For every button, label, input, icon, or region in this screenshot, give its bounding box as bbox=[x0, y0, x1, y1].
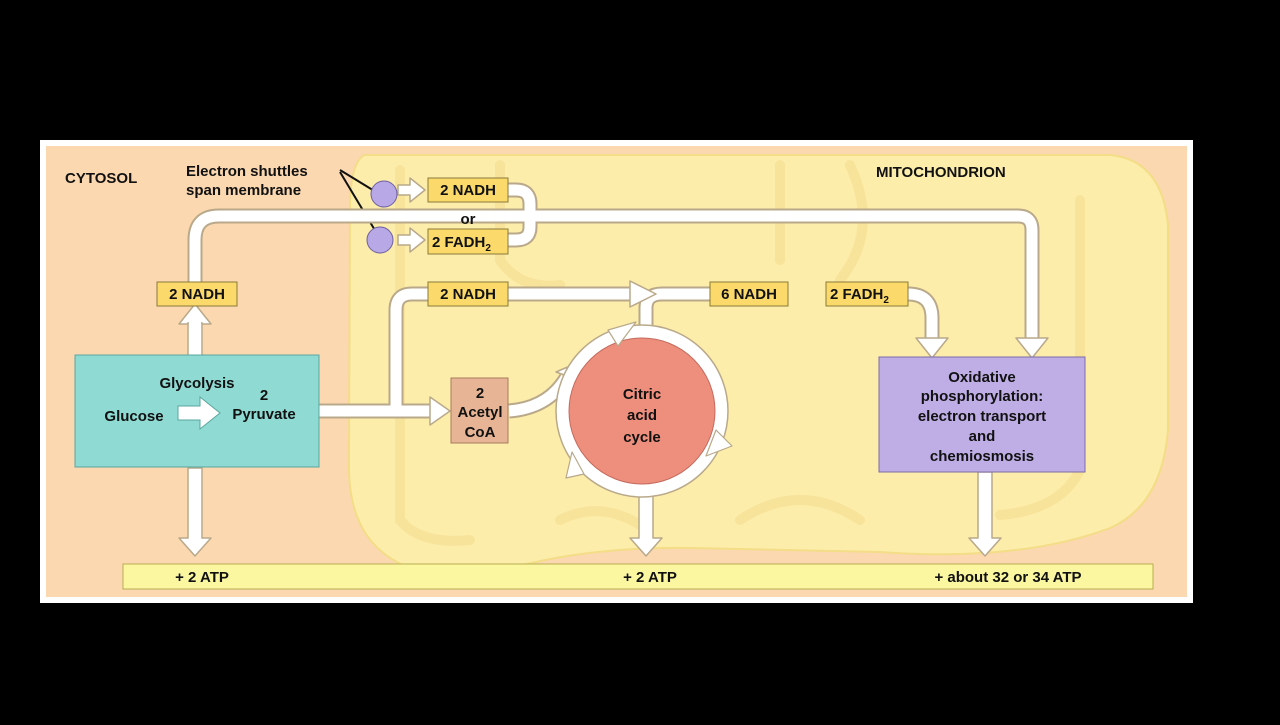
glycolysis-input: Glucose bbox=[104, 408, 163, 425]
shuttle-arrows bbox=[397, 177, 426, 253]
glycolysis-nadh-label: 2 NADH bbox=[169, 286, 225, 303]
glycolysis-output-name: Pyruvate bbox=[232, 406, 295, 423]
shuttle-nadh-box bbox=[427, 177, 509, 203]
arrowhead-to-oxphos-right bbox=[1015, 337, 1049, 359]
atp-bar bbox=[122, 563, 1154, 590]
atp-arrows bbox=[178, 467, 1002, 557]
shuttle-fadh2-label: 2 FADH2 bbox=[432, 234, 491, 254]
cycle-fadh2-subscript: 2 bbox=[883, 295, 889, 306]
shuttle-label-line1: Electron shuttles bbox=[186, 163, 308, 180]
atp-arrow-oxphos bbox=[968, 471, 1002, 557]
cycle-nadh-box bbox=[709, 281, 789, 307]
shuttle-arrow-nadh bbox=[397, 177, 426, 203]
acetyl-coa-line3: CoA bbox=[465, 424, 496, 441]
atp-arrow-glycolysis bbox=[178, 467, 212, 557]
citric-cycle-core bbox=[568, 337, 716, 485]
oxidative-phosphorylation-box bbox=[878, 356, 1086, 473]
cycle-nadh-label: 6 NADH bbox=[721, 286, 777, 303]
atp-yield-citric-cycle: + 2 ATP bbox=[623, 569, 677, 586]
glycolysis-output-count: 2 bbox=[260, 387, 268, 404]
acetyl-coa-box bbox=[450, 377, 509, 444]
shuttle-fadh2-subscript: 2 bbox=[485, 243, 491, 254]
pyruvate-nadh-label: 2 NADH bbox=[440, 286, 496, 303]
cycle-fadh2-box bbox=[825, 281, 909, 307]
shuttle-fadh2-box bbox=[427, 228, 509, 255]
oxphos-line5: chemiosmosis bbox=[930, 448, 1034, 465]
citric-cycle-line3: cycle bbox=[623, 429, 661, 446]
atp-arrow-citric bbox=[629, 493, 663, 557]
acetyl-coa-count: 2 bbox=[476, 385, 484, 402]
atp-yield-glycolysis: + 2 ATP bbox=[175, 569, 229, 586]
arrowhead-to-citric-nadh bbox=[629, 280, 657, 308]
citric-cycle-line2: acid bbox=[627, 407, 657, 424]
oxphos-line2: phosphorylation: bbox=[921, 388, 1044, 405]
oxphos-line4: and bbox=[969, 428, 996, 445]
oxphos-line3: electron transport bbox=[918, 408, 1046, 425]
arrowhead-to-oxphos-left bbox=[915, 337, 949, 359]
arrowhead-to-acetyl bbox=[429, 396, 451, 426]
shuttle-fadh2-base: 2 FADH bbox=[432, 234, 485, 251]
shuttle-circle-lower bbox=[366, 226, 394, 254]
shuttle-pointer-upper bbox=[339, 169, 377, 193]
cycle-fadh2-label: 2 FADH2 bbox=[830, 286, 889, 306]
shuttle-label-line2: span membrane bbox=[186, 182, 301, 199]
pathway-pipes bbox=[187, 182, 1040, 419]
atp-yield-oxphos: + about 32 or 34 ATP bbox=[934, 569, 1081, 586]
glycolysis-up-stem bbox=[187, 320, 203, 357]
pyruvate-nadh-box bbox=[427, 281, 509, 307]
cytosol-label: CYTOSOL bbox=[65, 170, 137, 187]
glycolysis-nadh-box bbox=[156, 281, 238, 307]
oxphos-line1: Oxidative bbox=[948, 369, 1016, 386]
citric-cycle-arrowheads bbox=[565, 321, 733, 479]
shuttle-nadh-label: 2 NADH bbox=[440, 182, 496, 199]
mitochondrion-label: MITOCHONDRION bbox=[876, 164, 1006, 181]
shuttle-arrow-fadh2 bbox=[397, 227, 426, 253]
citric-cycle-line1: Citric bbox=[623, 386, 661, 403]
glycolysis-title: Glycolysis bbox=[159, 375, 234, 392]
shuttle-or-label: or bbox=[461, 211, 476, 228]
cycle-fadh2-base: 2 FADH bbox=[830, 286, 883, 303]
acetyl-coa-line2: Acetyl bbox=[457, 404, 502, 421]
glycolysis-arrow bbox=[177, 395, 221, 431]
shuttle-circle-upper bbox=[370, 180, 398, 208]
